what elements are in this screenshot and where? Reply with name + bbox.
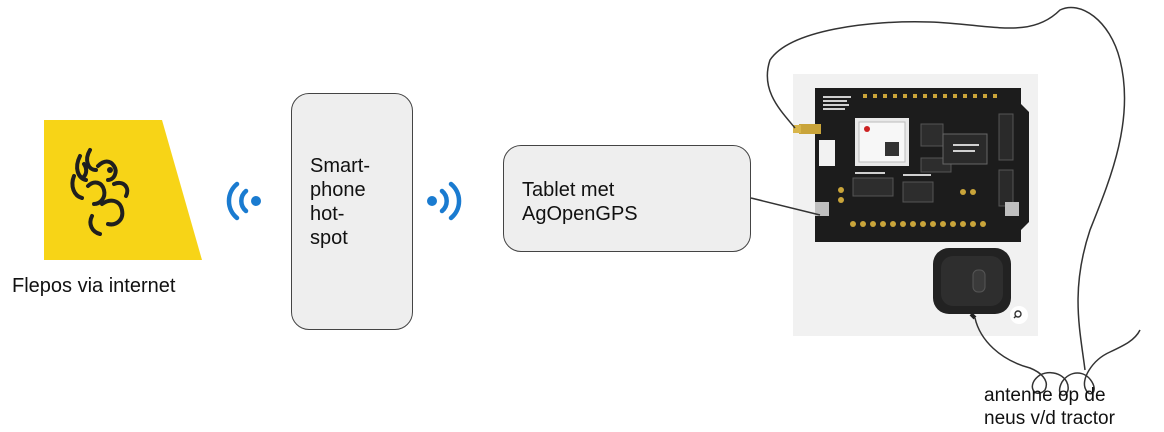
wireless-signal-icon: [422, 178, 466, 224]
gps-receiver-board-photo: [793, 74, 1038, 336]
magnifier-icon: [1010, 306, 1028, 324]
flemish-lion-logo: [44, 120, 202, 260]
smartphone-hotspot-label: Smart- phone hot- spot: [310, 155, 370, 249]
wireless-signal-icon: [222, 178, 266, 224]
tablet-label: Tablet met AgOpenGPS: [522, 179, 638, 225]
flepos-caption: Flepos via internet: [12, 275, 176, 297]
smartphone-hotspot-box: Smart- phone hot- spot: [291, 93, 413, 330]
tablet-agopengps-box: Tablet met AgOpenGPS: [503, 145, 751, 252]
antenna-caption: antenne op de neus v/d tractor: [984, 385, 1115, 429]
gnss-antenna-icon: [933, 248, 1011, 320]
